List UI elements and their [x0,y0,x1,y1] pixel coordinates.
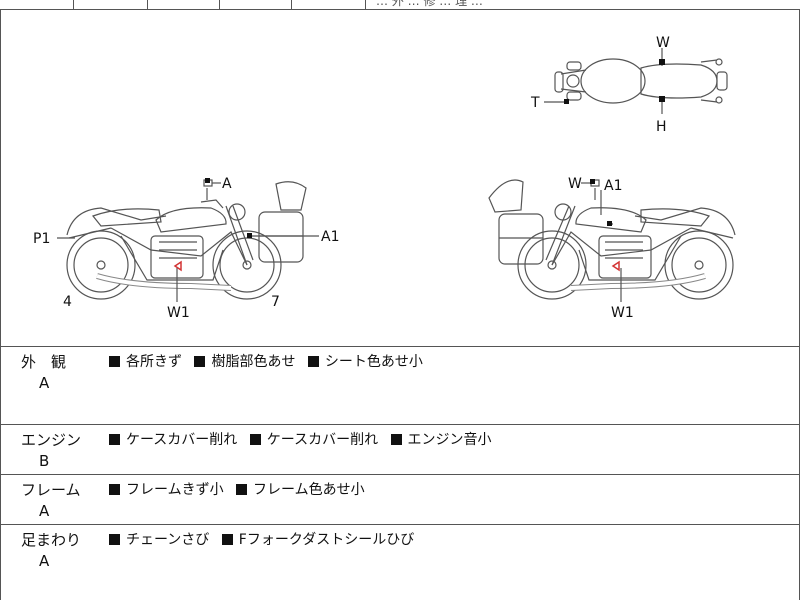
notes-list: チェーンさび Fフォークダストシールひび [109,529,422,549]
marker-dot [659,59,665,65]
diagram-svg: W T H A P1 A1 W1 4 7 W A1 W1 [33,35,736,321]
label-right-A1: A1 [604,178,622,194]
bullet-square-icon [109,434,120,445]
damage-mark [173,260,182,272]
grade-value: A [39,502,50,520]
damage-mark [611,260,620,272]
bullet-square-icon [109,484,120,495]
bullet-square-icon [221,534,233,545]
header-cell [148,0,220,10]
label-left-P1: P1 [33,231,50,247]
label-left-A1: A1 [321,229,339,245]
note-item: シート色あせ小 [324,354,423,370]
header-partial-text: … 外 … 修 … 理 … [376,0,483,8]
marker-dot [564,99,569,104]
header-strip: … 外 … 修 … 理 … [0,0,800,10]
header-cell [74,0,148,10]
label-left-W1: W1 [167,305,190,321]
label-right-W1: W1 [611,305,634,321]
label-left-A: A [222,176,232,192]
note-item: ケースカバー削れ [126,432,238,448]
header-cell [0,0,74,10]
damage-marks [173,260,620,272]
marker-dots [205,59,665,238]
note-item: エンジン音小 [407,432,492,448]
inspection-row-suspension: 足まわり A チェーンさび Fフォークダストシールひび [0,525,800,600]
marker-dot [659,96,665,102]
grade-value: B [39,452,50,470]
notes-list: ケースカバー削れ ケースカバー削れ エンジン音小 [109,429,500,449]
category-label: フレーム [21,481,81,499]
grade-value: A [39,374,50,392]
marker-dot [247,233,252,238]
notes-list: 各所きず 樹脂部色あせ シート色あせ小 [109,351,431,371]
label-top-T: T [530,95,540,111]
header-cell [292,0,366,10]
left-view-motorcycle [57,179,319,302]
bullet-square-icon [109,356,120,367]
note-item: 樹脂部色あせ [211,354,296,370]
header-cell: … 外 … 修 … 理 … [366,0,800,10]
inspection-row-engine: エンジン B ケースカバー削れ ケースカバー削れ エンジン音小 [0,425,800,475]
inspection-row-frame: フレーム A フレームきず小 フレーム色あせ小 [0,475,800,525]
note-item: ケースカバー削れ [266,432,379,448]
category-label: エンジン [21,431,82,449]
label-left-4: 4 [63,294,72,310]
notes-list: フレームきず小 フレーム色あせ小 [109,479,373,499]
top-view-motorcycle [544,48,728,114]
header-cell [220,0,292,10]
bullet-square-icon [307,356,319,367]
damage-diagram: W T H A P1 A1 W1 4 7 W A1 W1 [0,10,800,347]
bullet-square-icon [236,484,248,495]
note-item: 各所きず [126,354,182,370]
label-left-7: 7 [271,294,280,310]
note-item: フレーム色あせ小 [253,482,365,498]
label-top-W: W [656,35,670,51]
note-item: Fフォークダストシールひび [238,532,415,548]
right-view-motorcycle [488,179,736,302]
bullet-square-icon [390,434,402,445]
note-item: フレームきず小 [126,482,224,498]
marker-dot [590,179,595,184]
bullet-square-icon [249,434,261,445]
label-right-W: W [568,176,582,192]
inspection-row-exterior: 外 観 A 各所きず 樹脂部色あせ シート色あせ小 [0,347,800,425]
bullet-square-icon [109,534,120,545]
marker-dot [205,178,210,183]
bullet-square-icon [194,356,206,367]
marker-dot [607,221,612,226]
label-top-H: H [656,119,667,135]
note-item: チェーンさび [126,532,210,548]
category-label: 足まわり [21,531,82,549]
grade-value: A [39,552,50,570]
category-label: 外 観 [21,353,67,371]
